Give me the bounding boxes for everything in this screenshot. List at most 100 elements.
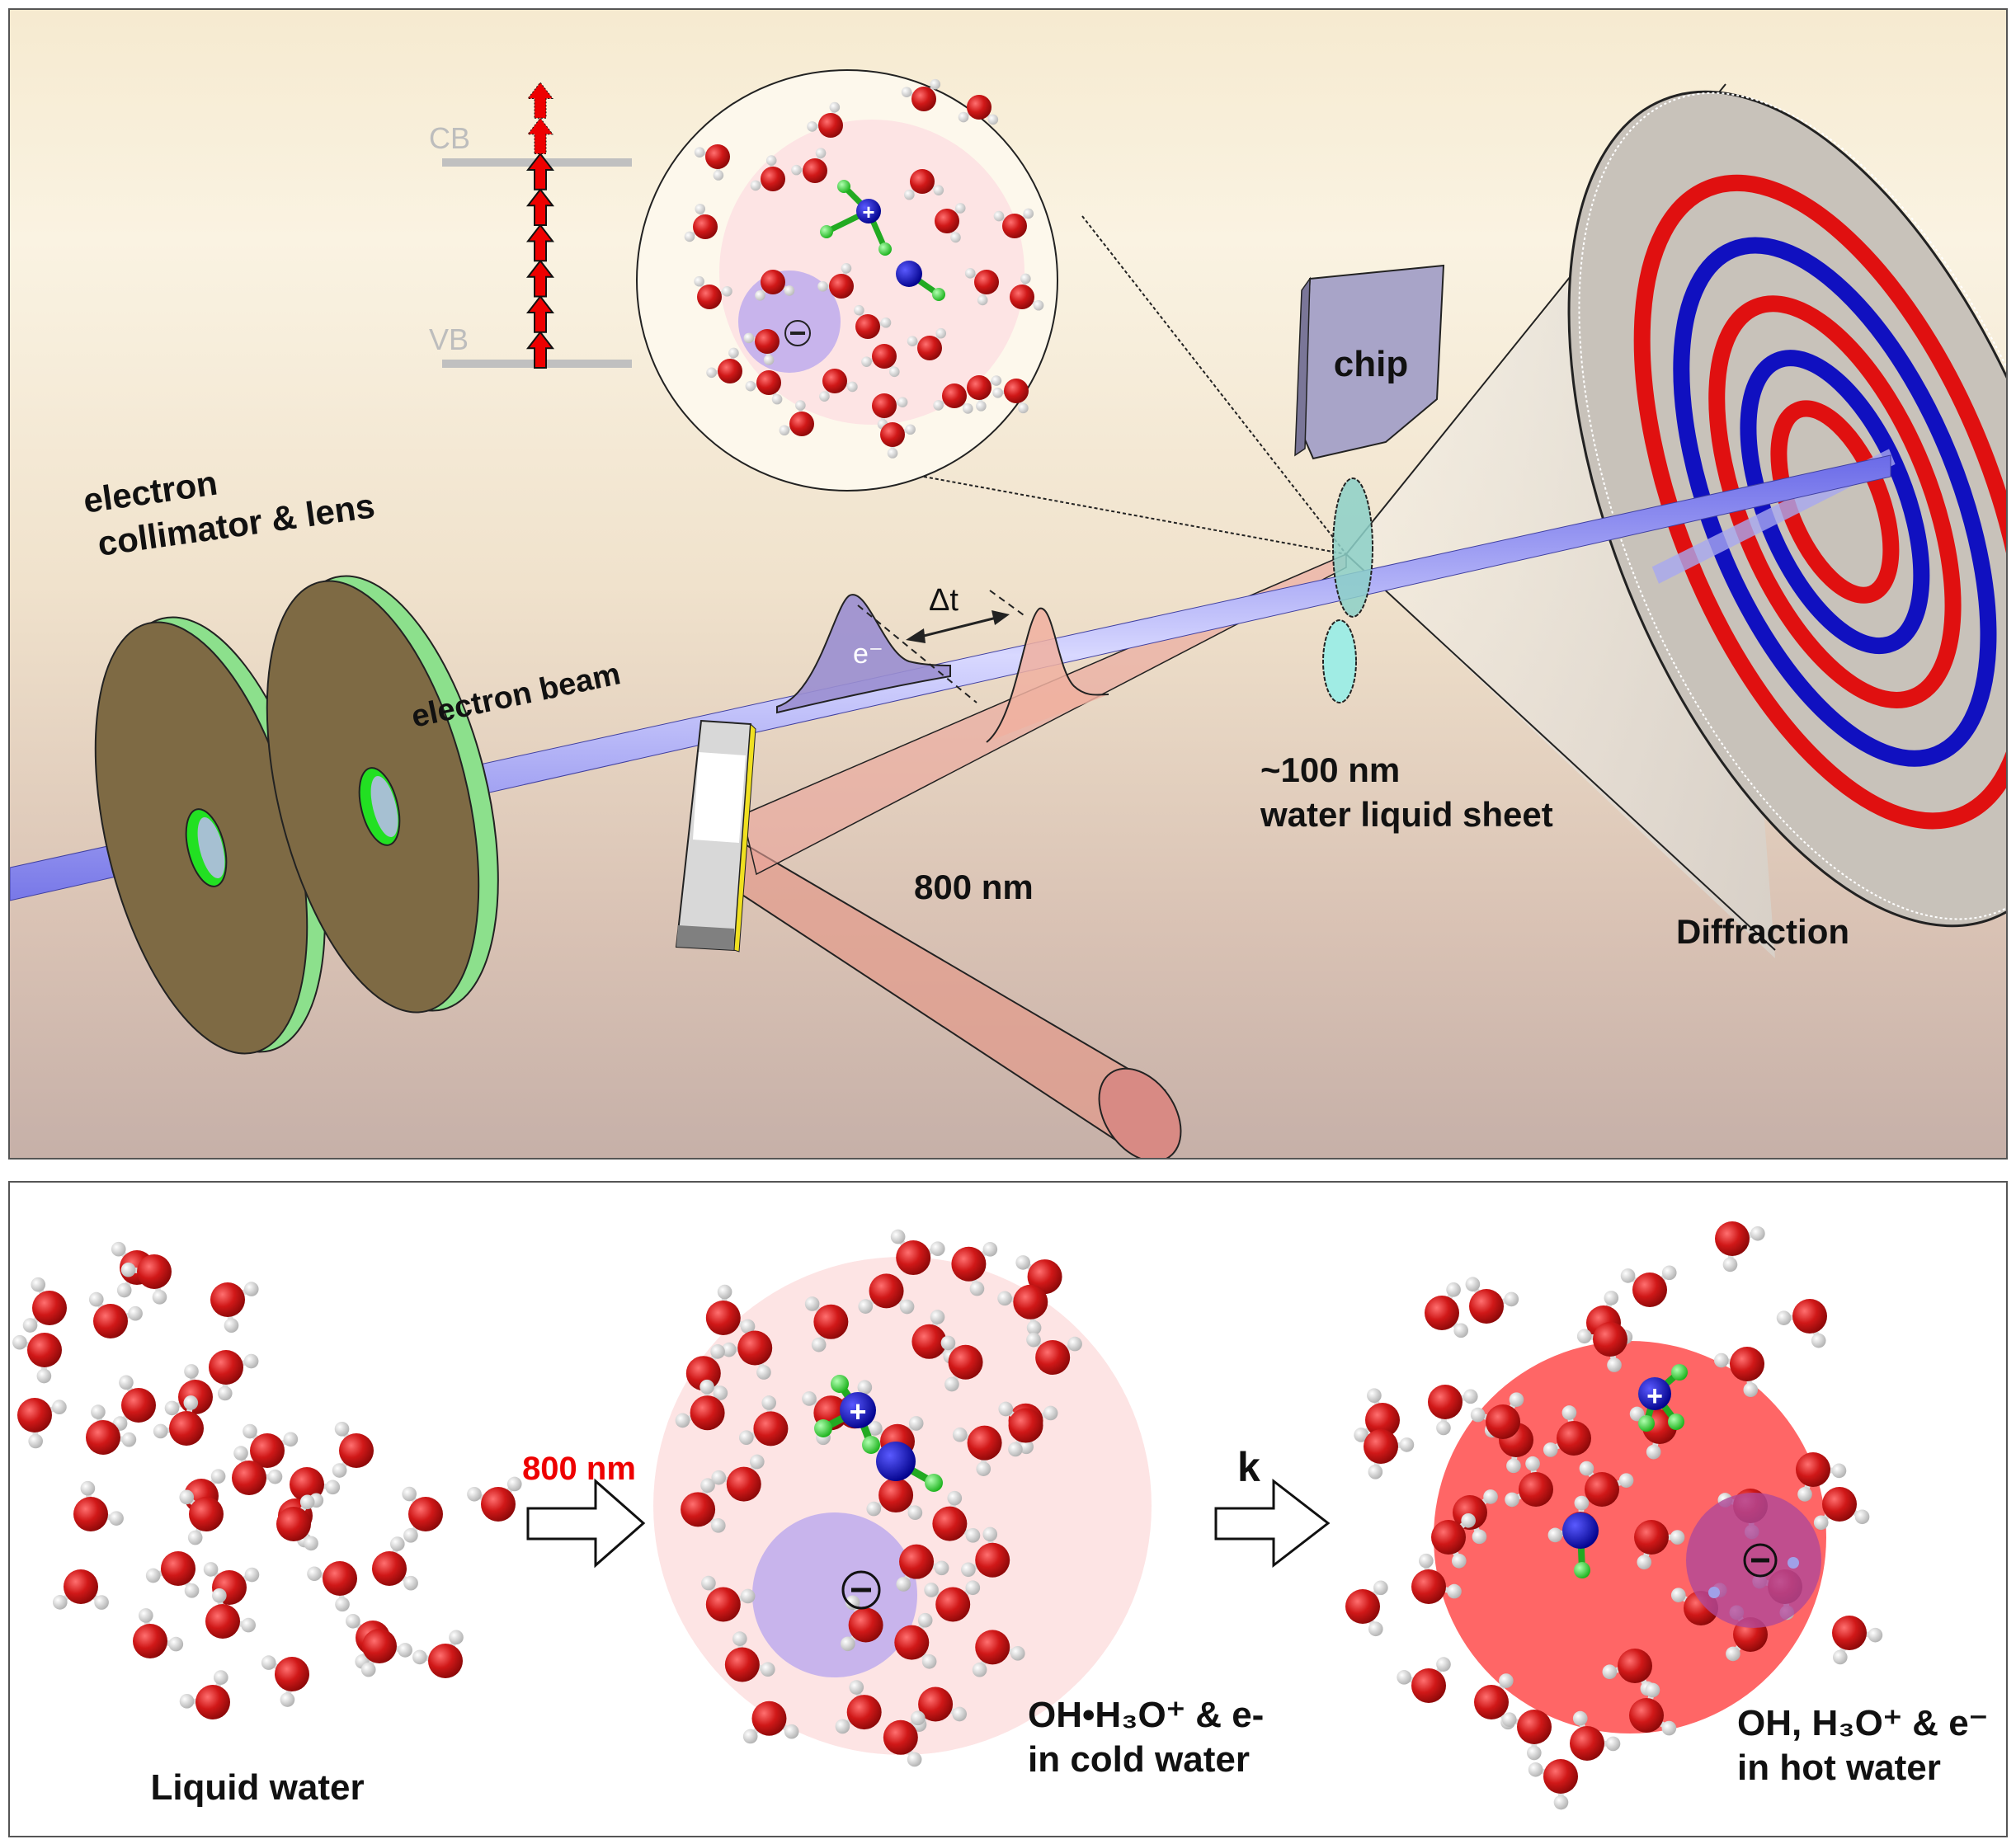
water-molecule — [52, 1569, 109, 1610]
water-molecule — [402, 1486, 443, 1543]
photon-arrow-icon — [525, 223, 555, 262]
water-molecule — [1465, 1277, 1519, 1324]
water-molecule — [372, 1536, 418, 1591]
water-molecule — [17, 1398, 67, 1449]
water-molecule — [880, 422, 916, 459]
water-molecule — [1543, 1405, 1591, 1457]
water-molecule — [738, 1395, 789, 1447]
relaxation-arrow-icon — [1214, 1478, 1331, 1569]
laser-wavelength-label: 800 nm — [914, 868, 1034, 906]
diffraction-ring — [1770, 400, 1900, 604]
water-molecule — [972, 1630, 1025, 1677]
chip-label: chip — [1334, 344, 1408, 384]
cold-cation-core — [840, 1392, 876, 1428]
inset-minus-circle-icon — [784, 320, 811, 346]
water-molecule — [153, 1395, 204, 1446]
photon-arrow-icon — [525, 294, 555, 333]
water-molecule — [1428, 1385, 1478, 1436]
water-molecule — [743, 329, 780, 365]
water-molecule — [232, 1446, 283, 1495]
water-molecule — [896, 1544, 949, 1592]
water-molecule — [967, 375, 1002, 412]
water-molecule — [88, 1291, 143, 1338]
water-molecule — [911, 1686, 968, 1732]
water-molecule — [745, 370, 783, 405]
lens-disk — [266, 575, 499, 1014]
water-molecule — [993, 208, 1034, 238]
photon-arrow-icon — [525, 152, 555, 191]
water-molecule — [998, 1401, 1043, 1457]
water-molecule — [1813, 1487, 1870, 1531]
sheet-label: water liquid sheet — [1260, 795, 1553, 834]
water-molecule — [835, 1680, 882, 1734]
water-molecule — [866, 1478, 923, 1521]
delay-arrow — [906, 610, 1010, 643]
water-molecule — [1354, 1388, 1400, 1442]
water-molecule — [1620, 1265, 1677, 1307]
liquid-sheet-lower — [1322, 619, 1357, 703]
cold-hydroxyl-radical — [876, 1442, 943, 1492]
water-molecule — [412, 1630, 464, 1678]
water-molecule — [307, 1561, 357, 1612]
water-molecule — [903, 169, 944, 200]
delay-label: Δt — [929, 583, 959, 618]
water-molecule — [1832, 1616, 1883, 1665]
hot-hydroxyl-oxygen — [1562, 1512, 1599, 1549]
water-molecule — [755, 270, 795, 301]
water-molecule — [1505, 1456, 1553, 1508]
water-molecule — [1796, 1452, 1847, 1502]
inset-water-molecules — [684, 78, 1044, 459]
water-molecule — [1579, 1461, 1634, 1507]
water-molecule — [940, 1335, 983, 1392]
water-molecule — [779, 400, 814, 436]
diffraction-ring — [1740, 350, 1930, 655]
delay-marker-right — [989, 590, 1027, 618]
water-molecule — [861, 344, 900, 378]
water-molecule — [1776, 1299, 1827, 1348]
inset-ion-hydrogen — [820, 225, 833, 238]
water-molecule — [1431, 1512, 1476, 1569]
water-molecule — [706, 347, 742, 383]
water-molecule — [261, 1655, 309, 1707]
water-molecule — [951, 1242, 998, 1296]
water-molecule — [883, 1710, 926, 1767]
water-molecule — [958, 95, 999, 125]
water-molecule — [1713, 1347, 1764, 1398]
water-molecule — [1397, 1657, 1451, 1703]
water-molecule — [1629, 1682, 1677, 1736]
photon-arrow-icon — [525, 331, 555, 369]
inset-hydroxyl-radical — [896, 261, 945, 301]
water-molecule — [332, 1421, 374, 1478]
water-molecule — [817, 263, 854, 299]
water-molecule — [22, 1277, 67, 1333]
valence-band-label: VB — [429, 322, 469, 356]
water-molecule — [807, 101, 843, 138]
cold-hydroxyl-oxygen — [876, 1442, 916, 1481]
band-diagram: CB VB — [429, 82, 632, 369]
cold-state-label-line2: in cold water — [1028, 1739, 1250, 1780]
zoom-guide-line-top — [1081, 215, 1347, 555]
water-molecule — [894, 1612, 937, 1669]
water-molecule — [1425, 1282, 1469, 1338]
rate-constant-label: k — [1237, 1444, 1260, 1490]
water-molecule — [1015, 1255, 1062, 1310]
photon-arrow-icon — [525, 259, 555, 298]
water-molecule — [179, 1670, 230, 1719]
water-molecule — [890, 1229, 945, 1276]
water-molecule — [203, 1562, 260, 1605]
photon-arrow-icon — [525, 188, 555, 226]
inset-plus-icon: + — [862, 200, 874, 224]
cone-edge-bottom — [1345, 553, 1776, 951]
water-molecule — [1470, 1392, 1524, 1439]
water-molecule — [791, 148, 827, 183]
excitation-arrow-icon — [526, 1478, 646, 1569]
water-molecule — [1576, 1322, 1627, 1372]
hot-hydroxyl-radical — [1562, 1512, 1599, 1578]
reaction-scheme-panel: Liquid water 800 nm + OH•H₃O⁺ & e- in co… — [8, 1181, 2008, 1837]
water-molecule — [133, 1608, 184, 1658]
inset-hydroxyl-oxygen — [896, 261, 922, 287]
water-molecule — [209, 1350, 259, 1401]
water-molecule — [145, 1551, 200, 1598]
photon-arrows — [525, 82, 555, 369]
water-molecule — [701, 1575, 756, 1622]
